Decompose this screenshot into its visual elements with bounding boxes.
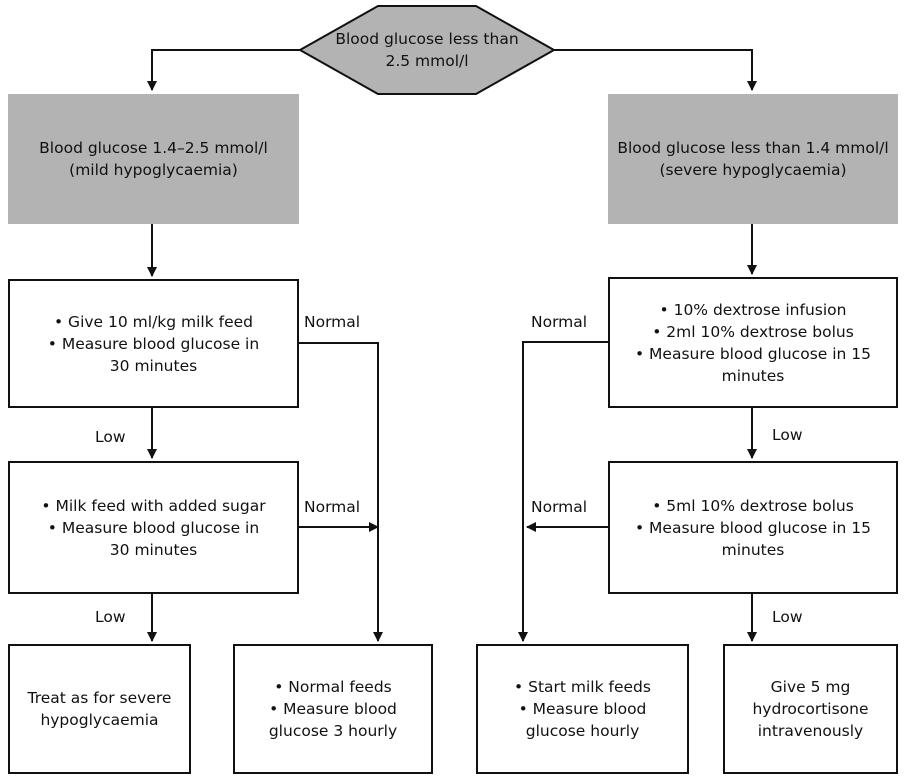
normal-feeds-line3: glucose 3 hourly [268,722,398,740]
mild-hypoglycaemia-line2: (mild hypoglycaemia) [69,161,238,179]
severe-step1-line2: • 2ml 10% dextrose bolus [652,322,854,341]
start-decision: Blood glucose less than 2.5 mmol/l [300,22,554,78]
severe-step2-line1: • 5ml 10% dextrose bolus [652,496,854,515]
start-milk-feeds-line3: glucose hourly [525,722,640,740]
start-milk-feeds-line2: • Measure blood [518,700,647,718]
mild-hypoglycaemia-box: Blood glucose 1.4–2.5 mmol/l (mild hypog… [8,94,299,224]
hydrocortisone-line1: Give 5 mg [770,678,851,696]
normal-feeds-line2: • Measure blood [269,700,397,718]
treat-as-severe-line2: hypoglycaemia [40,711,159,729]
label-severe-step1-low: Low [772,426,803,444]
start-decision-line2: 2.5 mmol/l [385,52,469,70]
label-severe-step1-normal: Normal [531,313,588,331]
mild-hypoglycaemia-line1: Blood glucose 1.4–2.5 mmol/l [39,139,268,157]
start-decision-line1: Blood glucose less than [335,30,519,48]
mild-step1-line1: • Give 10 ml/kg milk feed [53,312,254,331]
connector-severe-step1-normal [518,341,608,642]
severe-step2-line3: minutes [721,540,785,559]
mild-step2-box: • Milk feed with added sugar • Measure b… [8,461,299,594]
treat-as-severe-line1: Treat as for severe [27,689,172,707]
connector-start-to-severe [554,49,757,91]
start-milk-feeds-line1: • Start milk feeds [514,678,651,696]
severe-step1-line1: • 10% dextrose infusion [659,300,847,319]
hydrocortisone-line3: intravenously [757,722,864,740]
start-milk-feeds-box: • Start milk feeds • Measure blood gluco… [476,644,689,774]
label-mild-step2-low: Low [95,608,126,626]
severe-step1-line3: • Measure blood glucose in 15 [634,344,872,363]
mild-step1-line3: 30 minutes [109,356,198,375]
mild-step2-line1: • Milk feed with added sugar [41,496,266,515]
severe-step2-box: • 5ml 10% dextrose bolus • Measure blood… [608,461,898,594]
mild-step1-box: • Give 10 ml/kg milk feed • Measure bloo… [8,279,299,408]
severe-hypoglycaemia-line2: (severe hypoglycaemia) [659,161,847,179]
label-mild-step1-low: Low [95,428,126,446]
mild-step2-line3: 30 minutes [109,540,198,559]
label-severe-step2-normal: Normal [531,498,588,516]
connector-start-to-mild [147,49,300,91]
label-severe-step2-low: Low [772,608,803,626]
normal-feeds-box: • Normal feeds • Measure blood glucose 3… [233,644,433,774]
severe-hypoglycaemia-line1: Blood glucose less than 1.4 mmol/l [617,139,889,157]
severe-hypoglycaemia-box: Blood glucose less than 1.4 mmol/l (seve… [608,94,898,224]
mild-step2-line2: • Measure blood glucose in [47,518,260,537]
hydrocortisone-line2: hydrocortisone [752,700,869,718]
normal-feeds-line1: • Normal feeds [274,678,392,696]
label-mild-step1-normal: Normal [304,313,361,331]
mild-step1-line2: • Measure blood glucose in [47,334,260,353]
label-mild-step2-normal: Normal [304,498,361,516]
severe-step2-line2: • Measure blood glucose in 15 [634,518,872,537]
connector-mild-step1-normal [299,342,383,642]
hydrocortisone-box: Give 5 mg hydrocortisone intravenously [723,644,898,774]
severe-step1-box: • 10% dextrose infusion • 2ml 10% dextro… [608,277,898,408]
treat-as-severe-box: Treat as for severe hypoglycaemia [8,644,191,774]
severe-step1-line4: minutes [721,366,785,385]
